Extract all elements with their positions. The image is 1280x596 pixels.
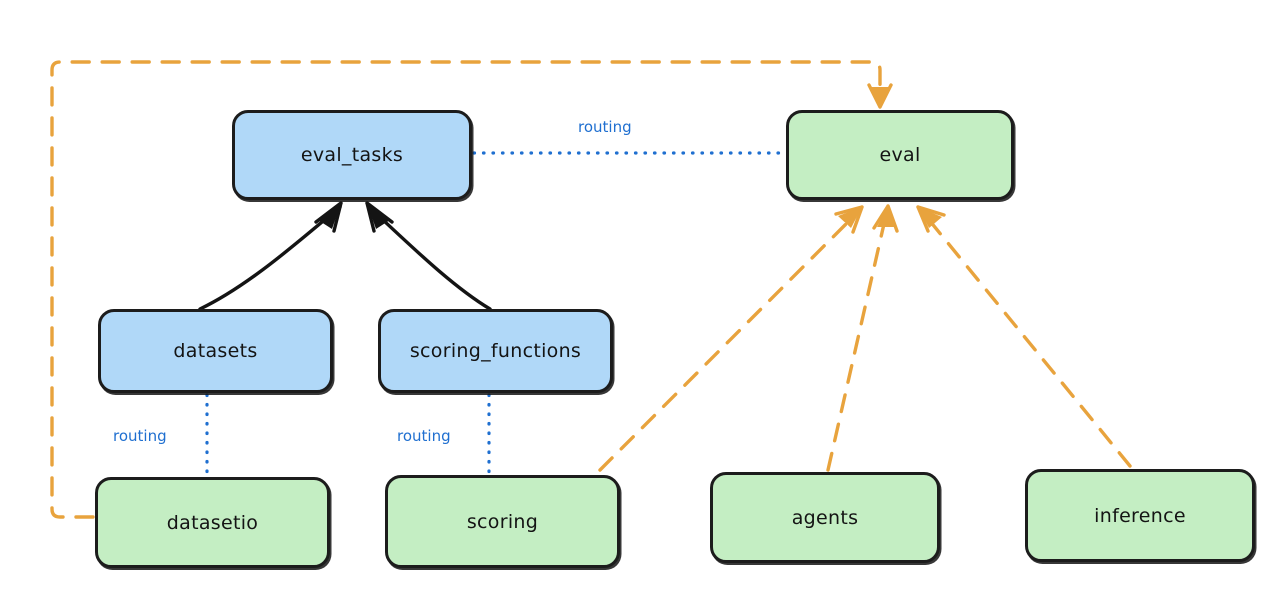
node-scoring[interactable]: scoring [385, 475, 620, 568]
edge-label-routing-scoring: routing [397, 427, 451, 445]
node-eval-tasks[interactable]: eval_tasks [232, 110, 472, 200]
node-datasets[interactable]: datasets [98, 309, 333, 393]
node-eval[interactable]: eval [786, 110, 1014, 200]
node-inference[interactable]: inference [1025, 469, 1255, 562]
edge-label-routing-datasets: routing [113, 427, 167, 445]
edge-scoring-functions-to-eval-tasks [365, 201, 492, 311]
edge-agents-to-eval [826, 204, 899, 472]
edge-label-routing-eval: routing [578, 118, 632, 136]
node-label-agents: agents [791, 506, 859, 529]
edge-scoring-to-eval [598, 205, 864, 472]
node-label-scoring-functions: scoring_functions [409, 340, 582, 362]
node-scoring-functions[interactable]: scoring_functions [378, 309, 613, 393]
node-label-inference: inference [1094, 504, 1186, 527]
node-agents[interactable]: agents [710, 472, 940, 563]
node-label-scoring: scoring [466, 510, 539, 533]
node-label-eval-tasks: eval_tasks [300, 144, 404, 166]
node-label-datasets: datasets [173, 340, 258, 362]
edge-inference-to-eval [916, 205, 1132, 468]
node-label-eval: eval [879, 144, 921, 166]
edge-datasets-to-eval-tasks [198, 201, 343, 311]
node-label-datasetio: datasetio [166, 511, 259, 534]
node-datasetio[interactable]: datasetio [95, 477, 330, 568]
edge-datasetio-to-eval [50, 60, 893, 519]
